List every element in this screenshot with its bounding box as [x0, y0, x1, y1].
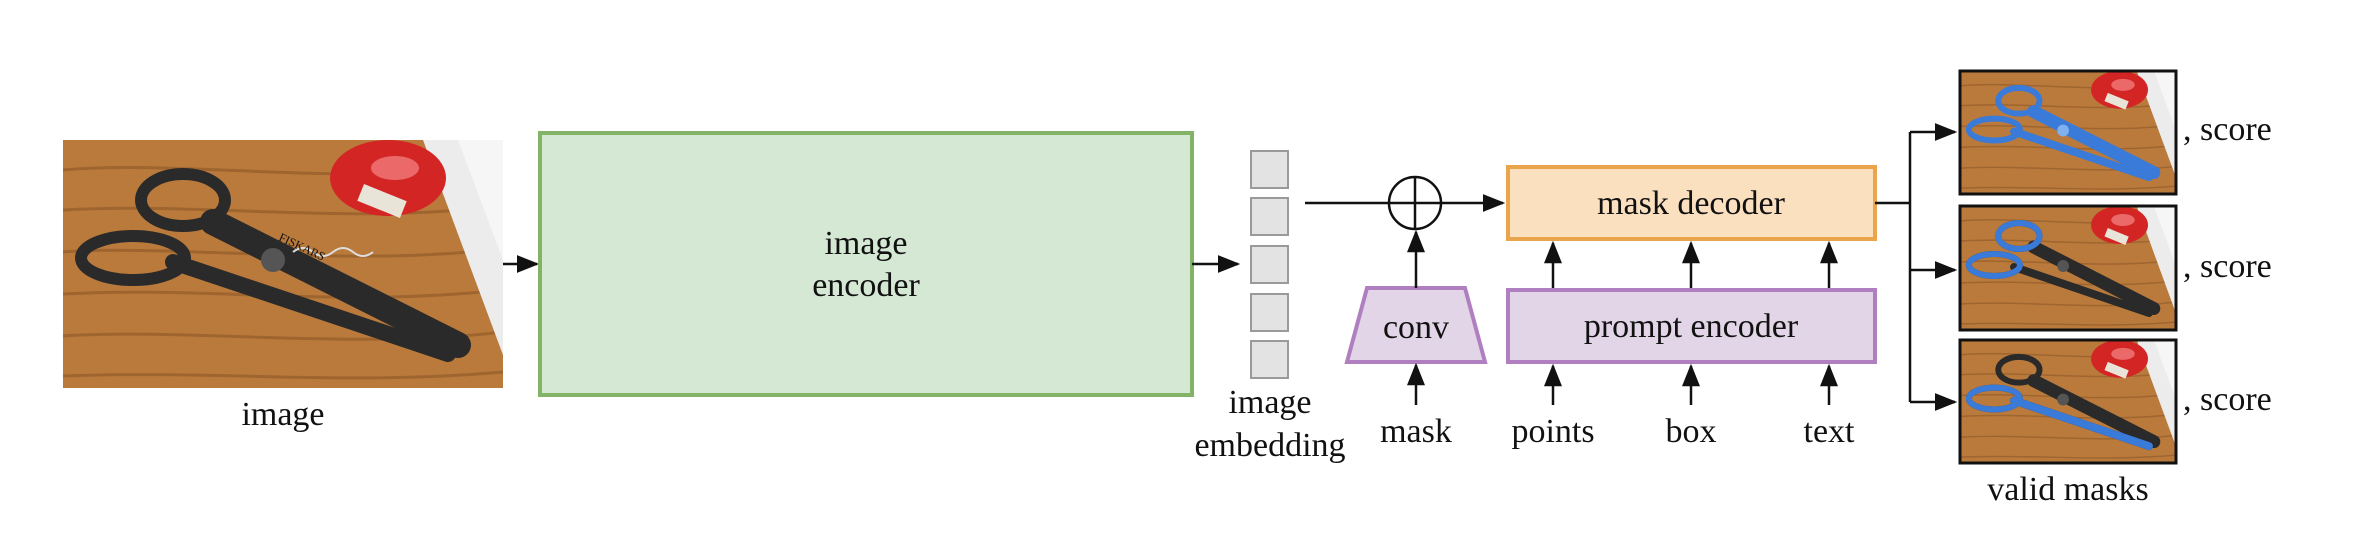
embedding-cell	[1250, 340, 1289, 379]
circled-plus-icon	[1387, 175, 1443, 231]
prompt-input-text-label: text	[1804, 413, 1856, 450]
valid-mask-2-image	[1958, 204, 2178, 332]
valid-mask-3-image	[1958, 338, 2178, 465]
embedding-cell	[1250, 245, 1289, 284]
embedding-cell	[1250, 150, 1289, 189]
conv-trapezoid	[1344, 286, 1488, 364]
valid-masks-caption: valid masks	[1987, 471, 2148, 508]
valid-mask-3-score: , score	[2183, 381, 2272, 418]
prompt-input-box-label: box	[1666, 413, 1717, 450]
output-branch-lines	[1875, 132, 1912, 402]
conv-label: conv	[1383, 309, 1449, 346]
mask-decoder-label: mask decoder	[1597, 185, 1786, 222]
image-embedding-label-line1: image	[1228, 384, 1311, 421]
image-embedding-stack	[1250, 150, 1289, 379]
image-embedding-label-line2: embedding	[1194, 427, 1345, 464]
embedding-cell	[1250, 293, 1289, 332]
input-image-photo: FISKARS	[63, 140, 503, 388]
input-image-label: image	[241, 396, 324, 433]
prompt-encoder-box	[1506, 288, 1877, 364]
mask-input-label: mask	[1380, 413, 1452, 450]
image-encoder-label-line2: encoder	[812, 267, 920, 304]
valid-mask-1-image	[1958, 69, 2178, 196]
image-encoder-box	[538, 131, 1194, 397]
prompt-input-points-label: points	[1511, 413, 1594, 450]
valid-mask-2-score: , score	[2183, 248, 2272, 285]
embedding-cell	[1250, 197, 1289, 236]
prompt-encoder-label: prompt encoder	[1584, 308, 1799, 345]
image-encoder-label-line1: image	[824, 225, 907, 262]
valid-mask-1-score: , score	[2183, 111, 2272, 148]
